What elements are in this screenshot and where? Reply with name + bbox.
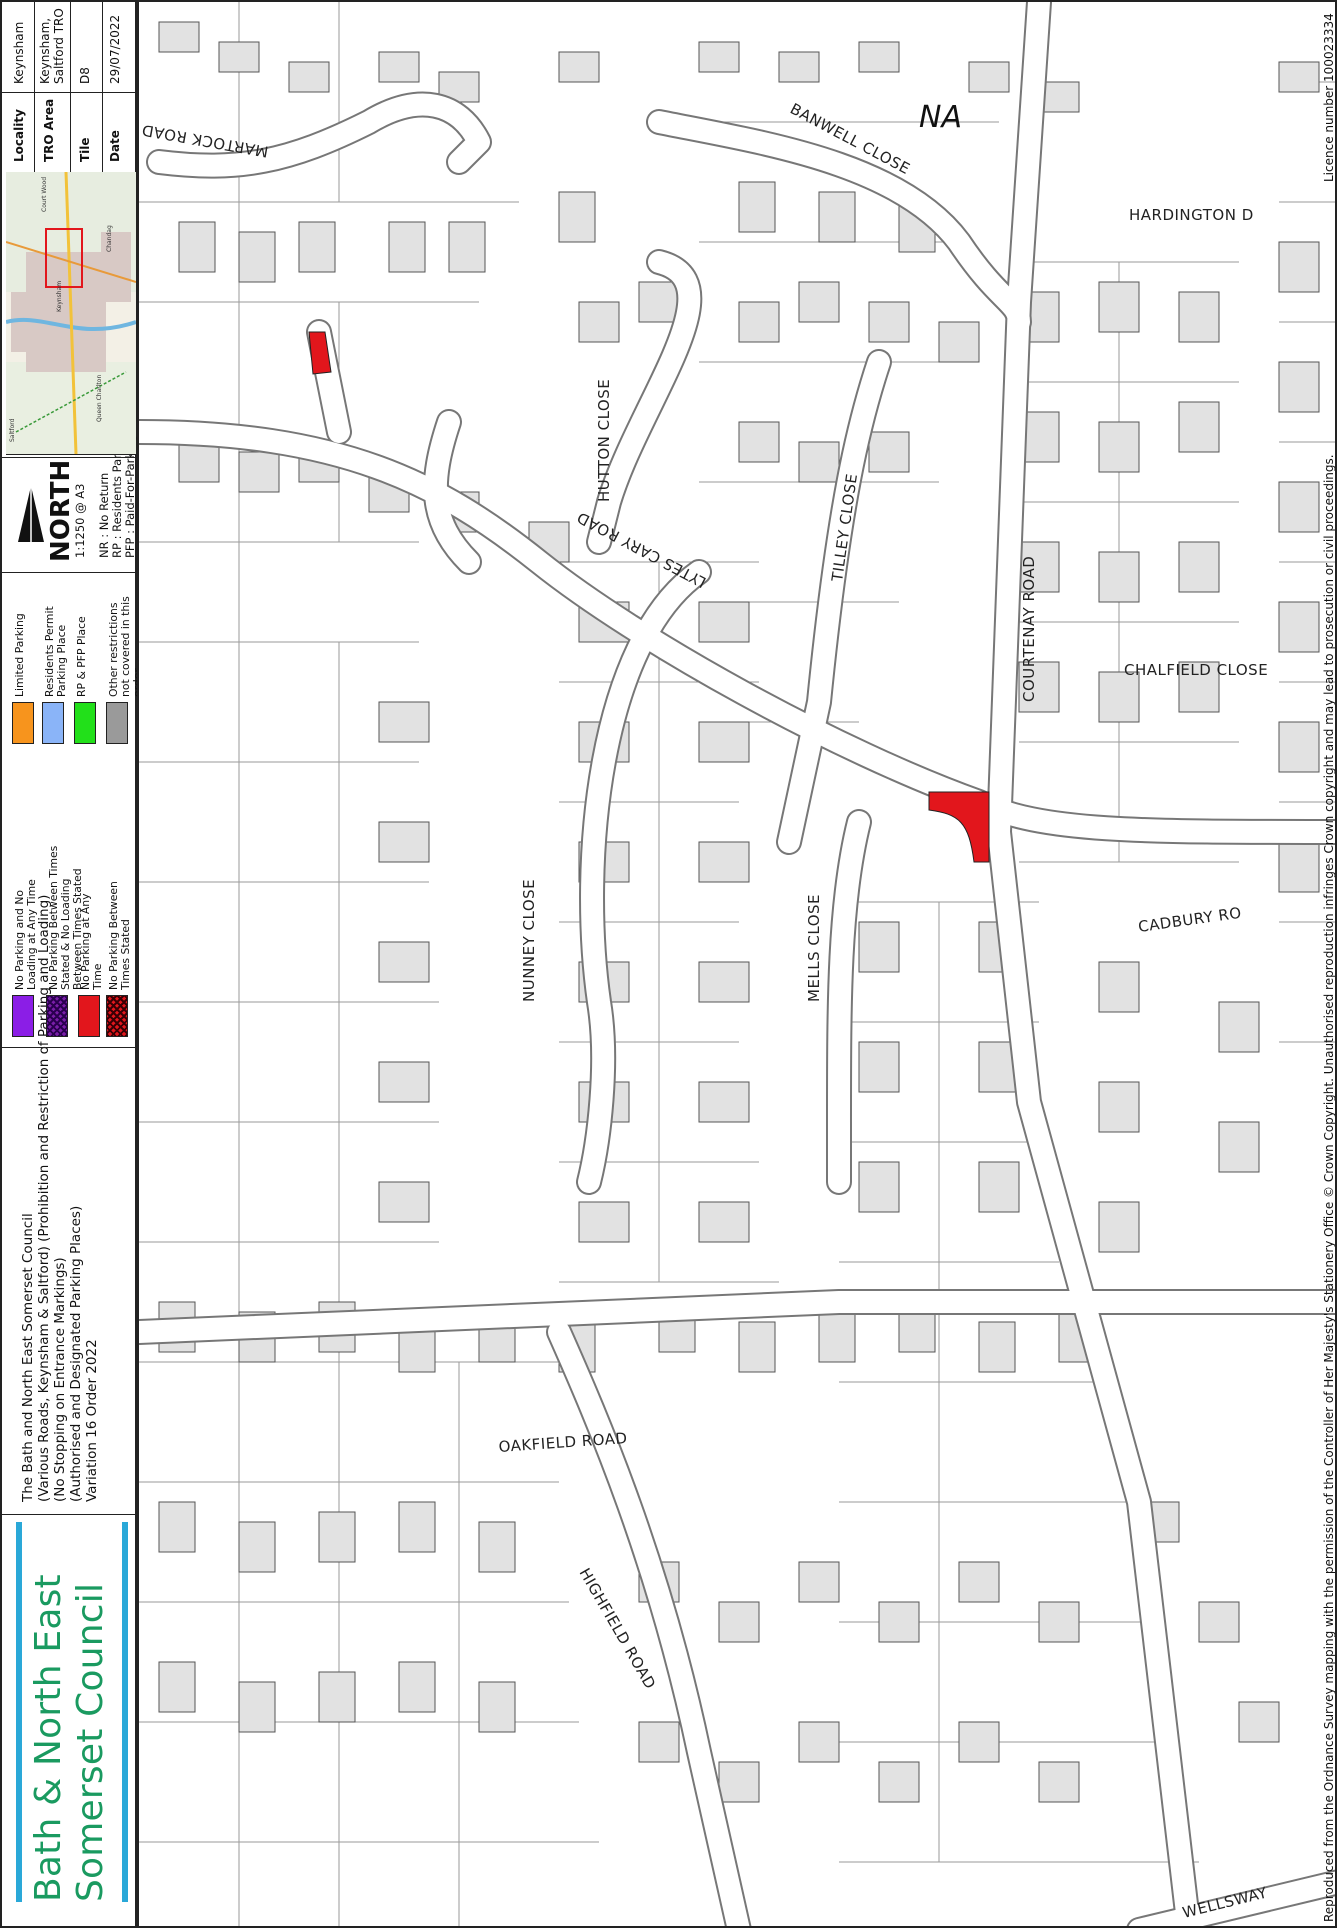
date-label: Date [108, 130, 122, 162]
legend-swatch-rp-pfp [74, 702, 96, 744]
legend-swatch-residents-permit [42, 702, 64, 744]
brand-line-1: Bath & North East [28, 1574, 69, 1902]
mini-map-label: Court Wood [41, 177, 48, 212]
grid-line [102, 2, 103, 172]
road-label-chalfield: CHALFIELD CLOSE [1124, 661, 1268, 679]
date-value: 29/07/2022 [108, 14, 122, 84]
mini-map-frame [45, 228, 83, 288]
divider [2, 457, 135, 458]
road-surfaces [139, 2, 1335, 1926]
grid-line [34, 2, 35, 172]
restriction-markings [308, 331, 990, 863]
legend-label: No Parking at Any Time [79, 893, 104, 990]
mini-map-label: Chandag [106, 225, 113, 252]
legend-swatch-no-parking-no-loading [12, 995, 34, 1037]
copyright-notice: Reproduced from the Ordnance Survey mapp… [1322, 454, 1336, 1922]
mini-map-label: Keynsham [56, 281, 63, 312]
legend-label: RP & PFP Place [75, 616, 88, 697]
legend-label: No Parking Between Times Stated [107, 881, 132, 990]
brand-line-2: Somerset Council [70, 1582, 111, 1902]
brand-bar-right [122, 1522, 128, 1902]
license-number: Licence number 100023334 [1322, 13, 1336, 182]
na-annotation: NA [919, 100, 962, 135]
locality-label: Locality [12, 109, 26, 162]
brand-bar-left [16, 1522, 22, 1902]
mini-map-label: Queen Charlton [96, 375, 103, 422]
north-arrow-icon [18, 486, 44, 542]
locality-value: Keynsham [12, 21, 26, 84]
divider [2, 1514, 135, 1515]
tile-value: D8 [78, 67, 92, 84]
legend-label: Residents Permit Parking Place [43, 606, 68, 697]
tile-label: Tile [78, 137, 92, 162]
divider [2, 1047, 135, 1048]
grid-line [70, 2, 71, 172]
legend-swatch-limited-parking [12, 702, 34, 744]
map-canvas: MARTOCK ROAD BANWELL CLOSE HARDINGTON D … [139, 2, 1335, 1926]
legend-swatch-no-parking-any-time [78, 995, 100, 1037]
road-label-hutton: HUTTON CLOSE [595, 379, 613, 502]
road-label-nunney: NUNNEY CLOSE [520, 879, 538, 1002]
grid-line [2, 92, 135, 93]
tro-area-value: Keynsham, Saltford TRO [38, 8, 66, 84]
road-label-hardington: HARDINGTON D [1129, 206, 1254, 224]
legend-swatch-other-restrictions [106, 702, 128, 744]
location-mini-map: Saltford Keynsham Chandag Court Wood Que… [6, 172, 136, 455]
legend-swatch-no-parking-between-times [46, 995, 68, 1037]
legend-label: No Parking and No Loading at Any Time [13, 879, 38, 990]
scale-text: 1:1250 @ A3 [73, 483, 87, 558]
restriction-no-parking-courtenay [928, 791, 990, 863]
road-label-mells: MELLS CLOSE [805, 894, 823, 1002]
north-label: NORTH [46, 459, 76, 562]
tro-area-label: TRO Area [42, 98, 56, 162]
legend-label: Limited Parking [13, 613, 26, 697]
divider [2, 572, 135, 573]
title-legend-strip: Bath & North East Somerset Council The B… [0, 0, 144, 1928]
restriction-no-parking-martock [308, 331, 332, 375]
mini-map-label: Saltford [9, 418, 16, 442]
street-map: MARTOCK ROAD BANWELL CLOSE HARDINGTON D … [137, 0, 1337, 1928]
legend-swatch-no-parking-times-stated [106, 995, 128, 1037]
road-label-courtenay: COURTENAY ROAD [1020, 556, 1038, 702]
